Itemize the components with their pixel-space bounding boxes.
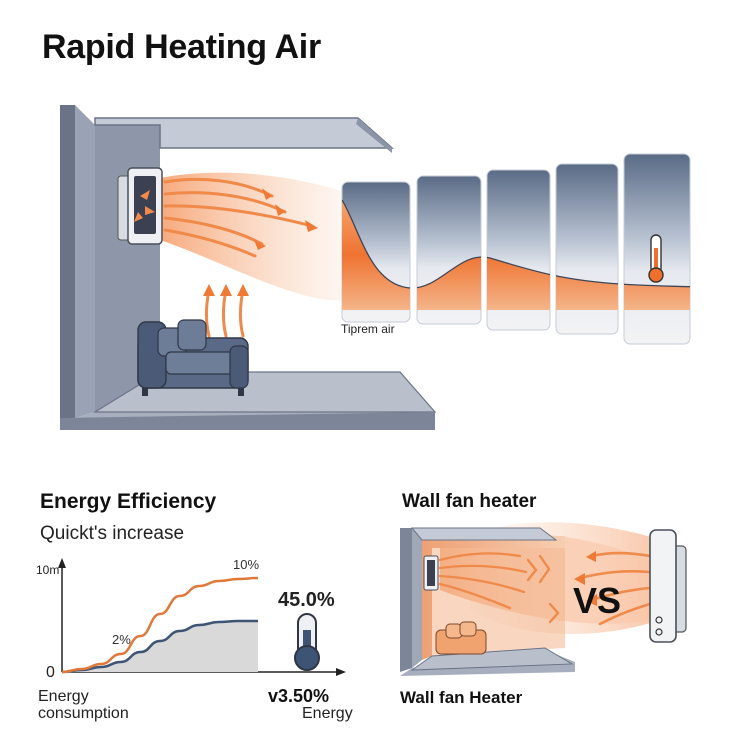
y-axis-top-label: 10m <box>36 563 60 577</box>
x-axis-label-line1: Energy <box>38 688 89 705</box>
x-axis-label-line2: consumption <box>38 705 129 722</box>
small-value: v3.50% <box>268 686 330 706</box>
chart-annotation-mid: 2% <box>112 632 131 647</box>
thermometer-large-icon <box>294 613 320 671</box>
energy-heading: Energy Efficiency <box>40 490 217 513</box>
compare-room <box>400 522 660 676</box>
sofa-small-icon <box>435 621 487 655</box>
big-value: 45.0% <box>278 589 335 611</box>
chart-series-upper <box>61 576 259 674</box>
warm-air-plume <box>160 172 345 301</box>
thermometer-icon <box>648 234 664 283</box>
chart-series-lower <box>61 619 258 674</box>
temperature-panels <box>341 153 691 345</box>
chart-annotation-top: 10% <box>233 557 259 572</box>
warm-air-label: Tiprem air <box>341 322 395 336</box>
heat-arrow-icon <box>163 177 314 258</box>
chart-area-fill <box>62 621 258 672</box>
sofa-icon <box>137 319 249 396</box>
small-value-label: Energy <box>302 705 353 722</box>
compare-label-top: Wall fan heater <box>402 491 537 512</box>
wall-heater-icon <box>117 167 163 245</box>
y-axis-zero-label: 0 <box>46 664 55 681</box>
energy-subheading: Quickt's increase <box>40 523 185 544</box>
compare-heater <box>574 529 687 643</box>
page-title: Rapid Heating Air <box>42 28 321 66</box>
vs-label: VS <box>573 580 622 621</box>
compare-label-bottom: Wall fan Heater <box>400 688 523 707</box>
energy-chart <box>58 558 346 676</box>
